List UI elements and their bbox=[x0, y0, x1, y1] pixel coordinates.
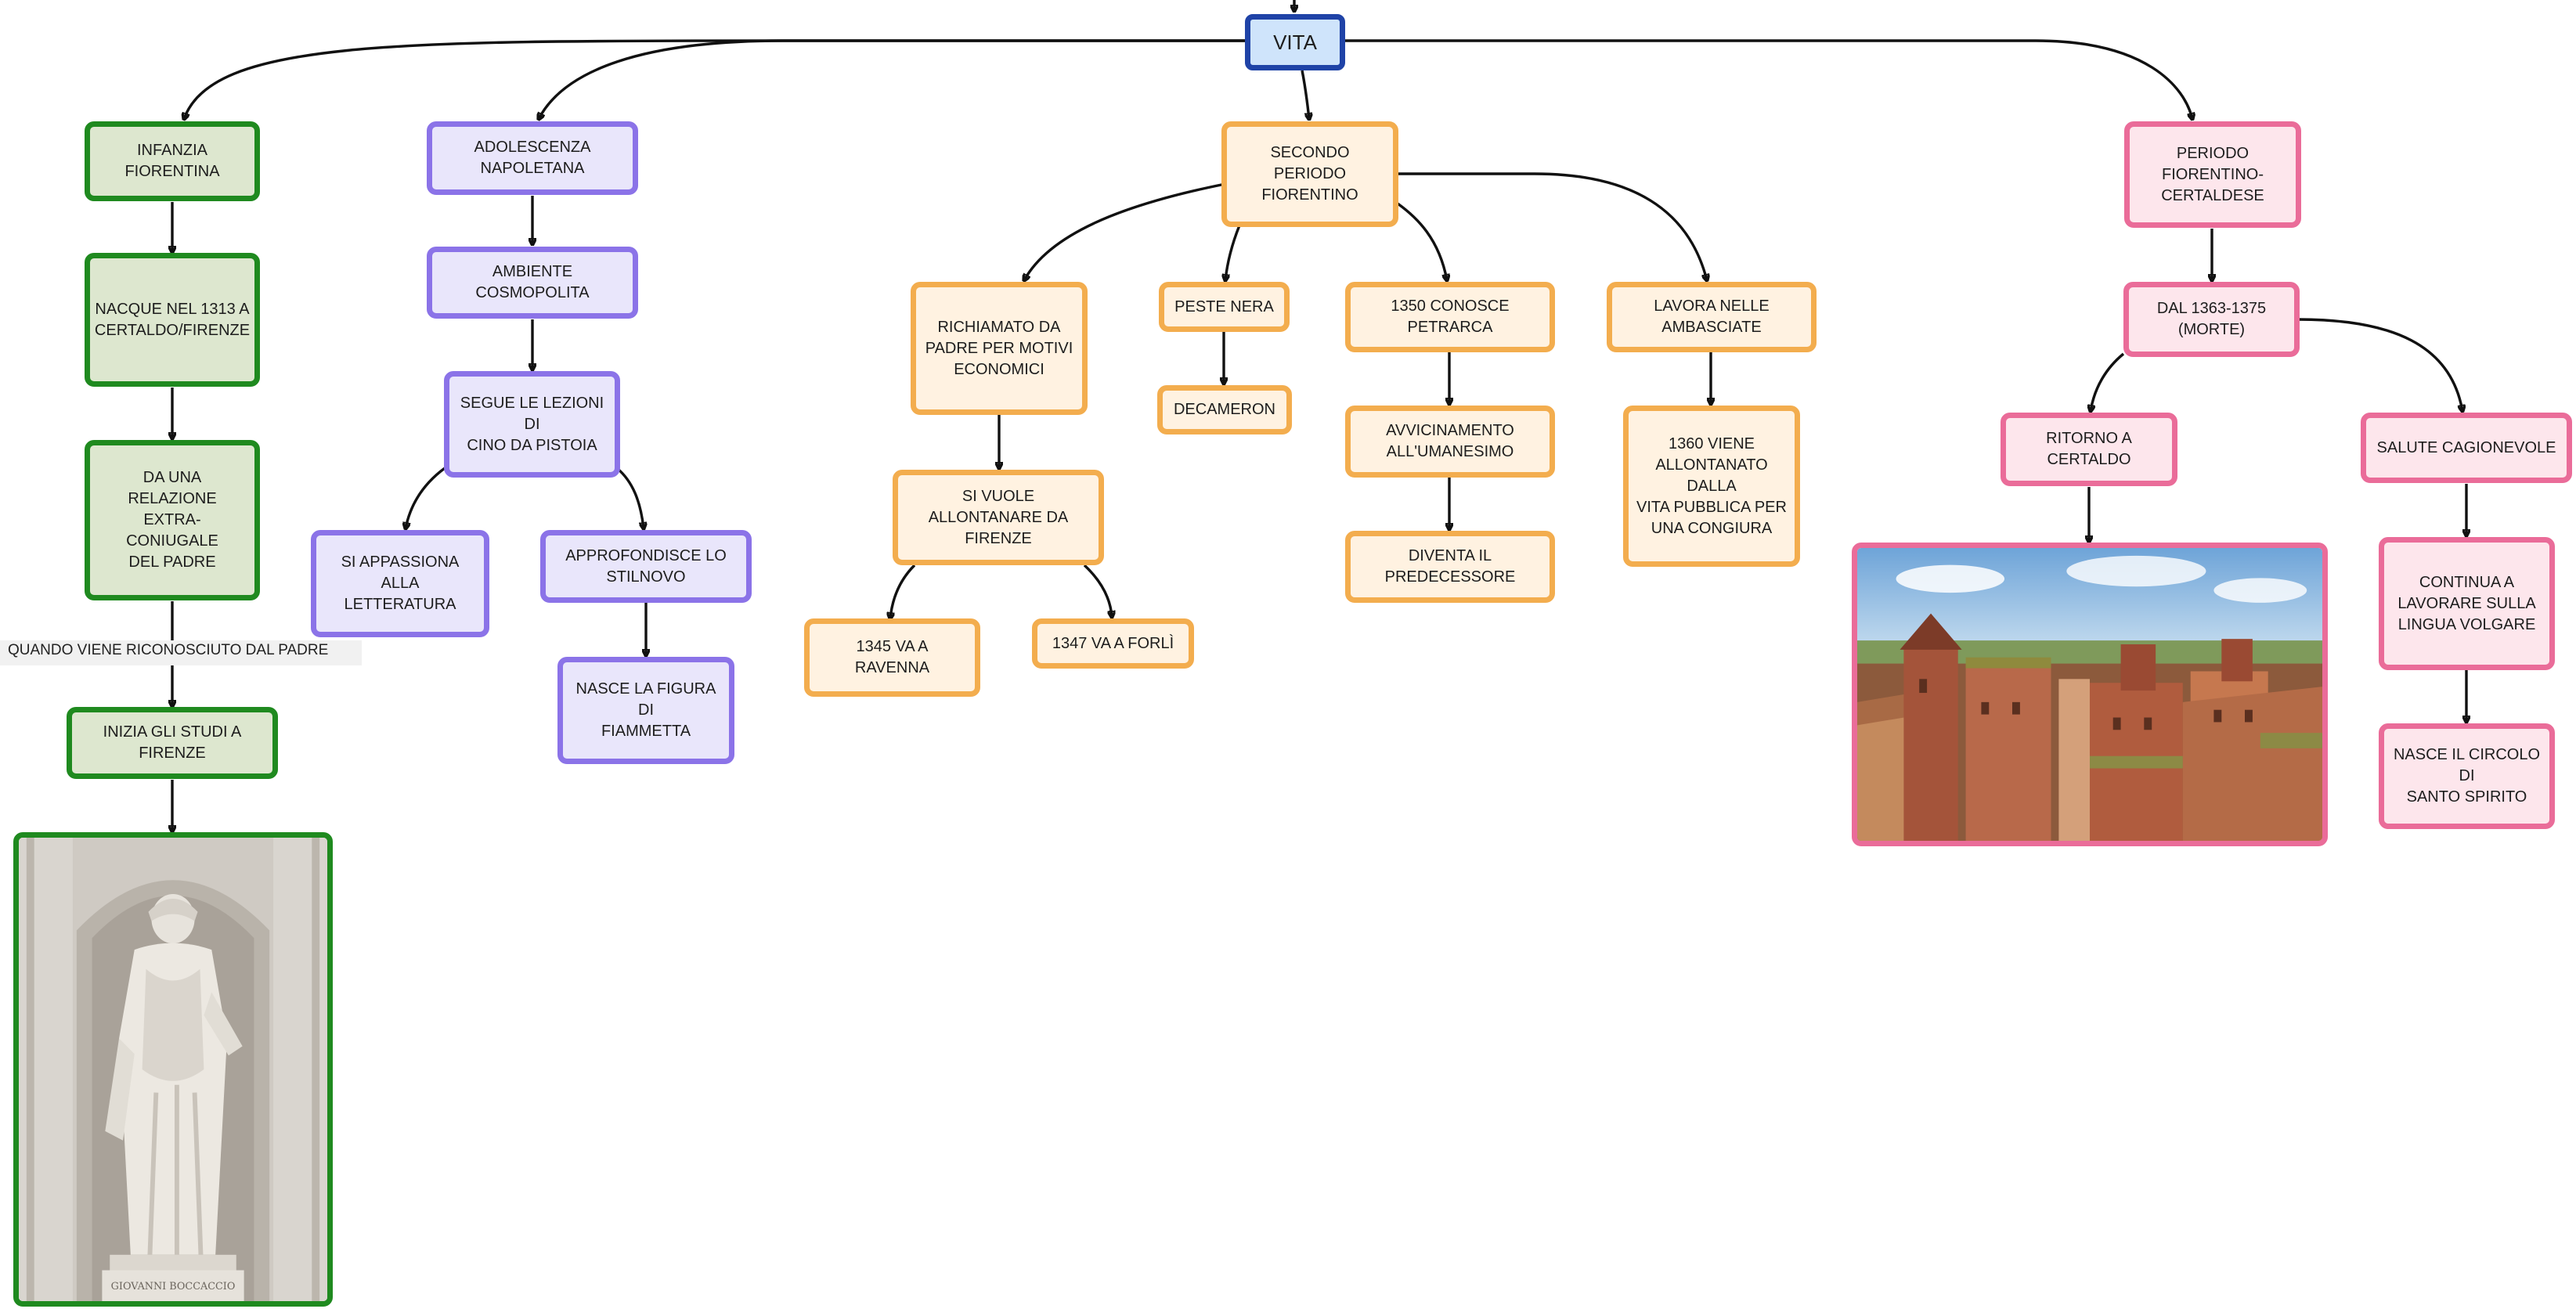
certaldo-illustration bbox=[1857, 548, 2322, 841]
node-approfondisce-stilnovo[interactable]: APPROFONDISCE LO STILNOVO bbox=[540, 530, 752, 603]
node-nacque-1313[interactable]: NACQUE NEL 1313 A CERTALDO/FIRENZE bbox=[85, 253, 260, 387]
node-avvicinamento-umanesimo[interactable]: AVVICINAMENTO ALL'UMANESIMO bbox=[1345, 406, 1555, 478]
node-lavora-ambasciate[interactable]: LAVORA NELLE AMBASCIATE bbox=[1607, 282, 1817, 352]
node-diventa-predecessore[interactable]: DIVENTA IL PREDECESSORE bbox=[1345, 531, 1555, 603]
statue-caption: GIOVANNI BOCCACCIO bbox=[111, 1281, 236, 1293]
node-1345-ravenna[interactable]: 1345 VA A RAVENNA bbox=[804, 618, 980, 697]
node-periodo-fiorentino-certaldese[interactable]: PERIODO FIORENTINO- CERTALDESE bbox=[2124, 121, 2301, 228]
node-1347-forli[interactable]: 1347 VA A FORLÌ bbox=[1032, 618, 1194, 669]
certaldo-town-image bbox=[1852, 543, 2328, 846]
boccaccio-statue-image: GIOVANNI BOCCACCIO bbox=[13, 832, 333, 1307]
root-node-vita[interactable]: VITA bbox=[1245, 14, 1345, 70]
node-allontanare-firenze[interactable]: SI VUOLE ALLONTANARE DA FIRENZE bbox=[893, 470, 1104, 565]
node-lingua-volgare[interactable]: CONTINUA A LAVORARE SULLA LINGUA VOLGARE bbox=[2379, 537, 2555, 670]
node-relazione-extraconiugale[interactable]: DA UNA RELAZIONE EXTRA-CONIUGALE DEL PAD… bbox=[85, 440, 260, 600]
node-1350-petrarca[interactable]: 1350 CONOSCE PETRARCA bbox=[1345, 282, 1555, 352]
node-studi-firenze[interactable]: INIZIA GLI STUDI A FIRENZE bbox=[67, 707, 278, 779]
node-peste-nera[interactable]: PESTE NERA bbox=[1159, 282, 1290, 332]
statue-illustration: GIOVANNI BOCCACCIO bbox=[19, 838, 327, 1301]
node-infanzia-fiorentina[interactable]: INFANZIA FIORENTINA bbox=[85, 121, 260, 201]
node-lezioni-cino[interactable]: SEGUE LE LEZIONI DI CINO DA PISTOIA bbox=[444, 371, 620, 478]
node-appassiona-letteratura[interactable]: SI APPASSIONA ALLA LETTERATURA bbox=[311, 530, 489, 637]
node-decameron[interactable]: DECAMERON bbox=[1157, 385, 1292, 434]
node-salute-cagionevole[interactable]: SALUTE CAGIONEVOLE bbox=[2361, 413, 2572, 483]
edge-label-riconosciuto: QUANDO VIENE RICONOSCIUTO DAL PADRE bbox=[0, 640, 362, 665]
node-1360-congiura[interactable]: 1360 VIENE ALLONTANATO DALLA VITA PUBBLI… bbox=[1623, 406, 1800, 567]
node-figura-fiammetta[interactable]: NASCE LA FIGURA DI FIAMMETTA bbox=[557, 657, 734, 764]
node-richiamato-padre[interactable]: RICHIAMATO DA PADRE PER MOTIVI ECONOMICI bbox=[911, 282, 1088, 415]
node-dal-1363-1375[interactable]: DAL 1363-1375 (MORTE) bbox=[2123, 282, 2300, 357]
node-ritorno-certaldo[interactable]: RITORNO A CERTALDO bbox=[2001, 413, 2177, 486]
node-circolo-santo-spirito[interactable]: NASCE IL CIRCOLO DI SANTO SPIRITO bbox=[2379, 723, 2555, 829]
node-ambiente-cosmopolita[interactable]: AMBIENTE COSMOPOLITA bbox=[427, 247, 638, 319]
node-secondo-periodo-fiorentino[interactable]: SECONDO PERIODO FIORENTINO bbox=[1221, 121, 1398, 227]
node-adolescenza-napoletana[interactable]: ADOLESCENZA NAPOLETANA bbox=[427, 121, 638, 195]
